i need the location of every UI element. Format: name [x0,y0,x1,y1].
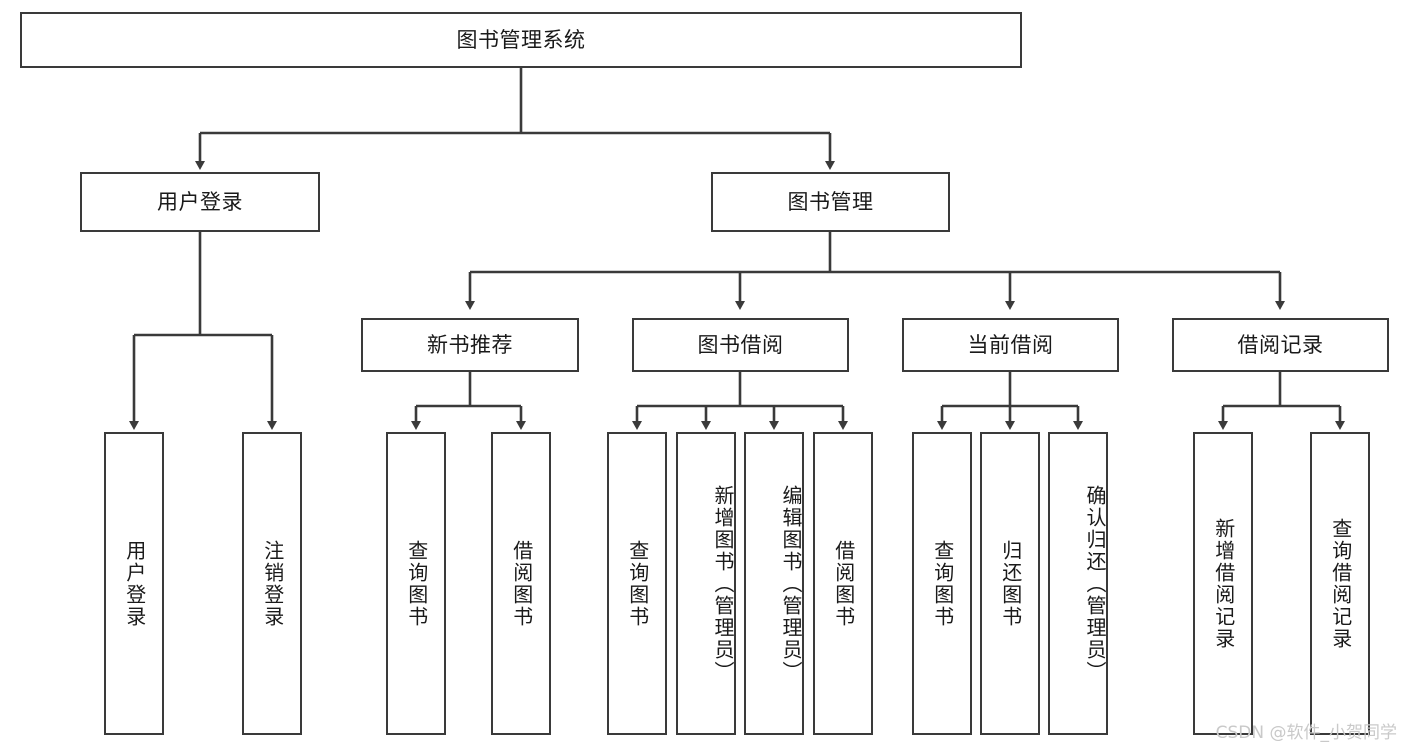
node-new-book-recommend[interactable]: 新书推荐 [361,318,579,372]
leaf-add-book-label: 新增图书（管理员） [711,484,735,683]
leaf-add-record-label: 新增借阅记录 [1211,517,1236,650]
node-current-borrow[interactable]: 当前借阅 [902,318,1119,372]
node-book-manage-label: 图书管理 [787,189,874,214]
leaf-query-book-2[interactable]: 查询图书 [607,432,667,735]
leaf-add-record[interactable]: 新增借阅记录 [1193,432,1253,735]
leaf-borrow-book-1[interactable]: 借阅图书 [491,432,551,735]
leaf-borrow-book-2[interactable]: 借阅图书 [813,432,873,735]
leaf-borrow-book-1-label: 借阅图书 [509,539,534,628]
node-borrow-record-label: 借阅记录 [1237,332,1324,357]
leaf-query-book-1-label: 查询图书 [404,539,429,628]
leaf-edit-book[interactable]: 编辑图书（管理员） [744,432,804,735]
node-user-login-label: 用户登录 [157,189,243,214]
leaf-add-book[interactable]: 新增图书（管理员） [676,432,736,735]
node-root-label: 图书管理系统 [456,27,586,52]
leaf-query-record[interactable]: 查询借阅记录 [1310,432,1370,735]
leaf-logout-login-label: 注销登录 [260,539,285,628]
node-new-book-recommend-label: 新书推荐 [427,332,513,357]
leaf-confirm-return[interactable]: 确认归还（管理员） [1048,432,1108,735]
leaf-return-book-label: 归还图书 [998,539,1023,628]
node-book-borrow[interactable]: 图书借阅 [632,318,849,372]
node-user-login[interactable]: 用户登录 [80,172,320,232]
leaf-confirm-return-label: 确认归还（管理员） [1083,484,1107,683]
node-current-borrow-label: 当前借阅 [967,332,1054,357]
leaf-query-book-3[interactable]: 查询图书 [912,432,972,735]
leaf-query-book-2-label: 查询图书 [625,539,650,628]
node-book-borrow-label: 图书借阅 [697,332,784,357]
leaf-query-record-label: 查询借阅记录 [1328,517,1353,650]
node-borrow-record[interactable]: 借阅记录 [1172,318,1389,372]
leaf-query-book-3-label: 查询图书 [930,539,955,628]
leaf-logout-login[interactable]: 注销登录 [242,432,302,735]
node-book-manage[interactable]: 图书管理 [711,172,950,232]
leaf-user-login-label: 用户登录 [122,539,147,628]
leaf-query-book-1[interactable]: 查询图书 [386,432,446,735]
node-root[interactable]: 图书管理系统 [20,12,1022,68]
leaf-borrow-book-2-label: 借阅图书 [831,539,856,628]
leaf-user-login[interactable]: 用户登录 [104,432,164,735]
leaf-edit-book-label: 编辑图书（管理员） [779,484,803,683]
leaf-return-book[interactable]: 归还图书 [980,432,1040,735]
watermark: CSDN @软件_小贺同学 [1215,723,1397,743]
